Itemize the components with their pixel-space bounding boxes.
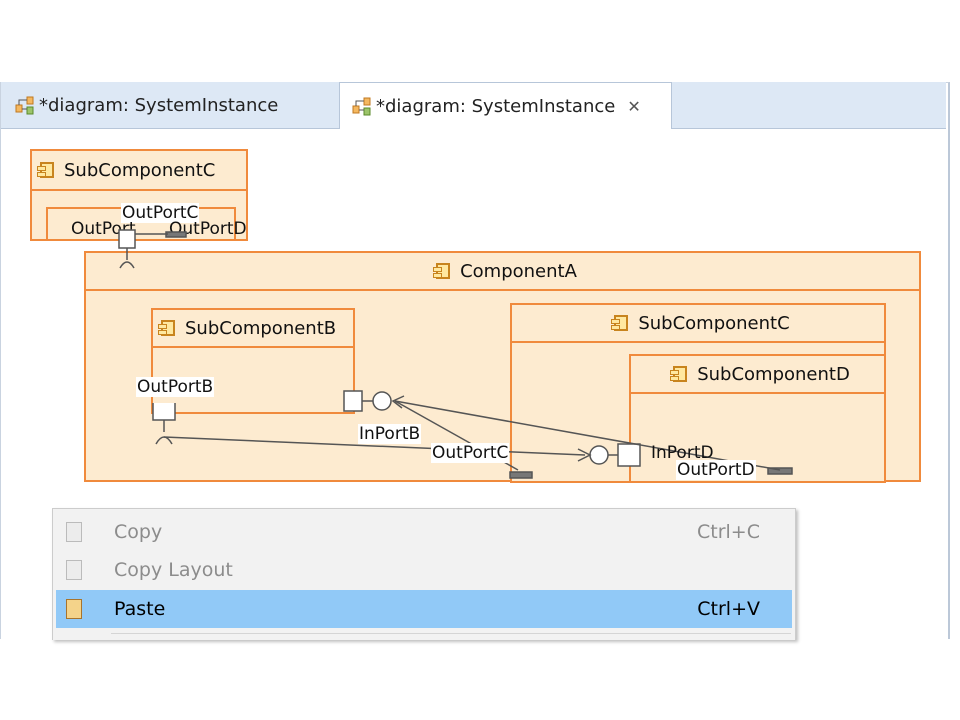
- top-subcomponent-c-title: SubComponentC: [64, 159, 216, 181]
- menu-item-shortcut: Ctrl+V: [697, 598, 760, 620]
- tab-label: *diagram: SystemInstance: [376, 95, 616, 117]
- diagram-icon: [352, 97, 371, 116]
- top-subcomponent-c-header: SubComponentC: [32, 151, 246, 191]
- menu-item-label: Copy: [114, 521, 163, 543]
- subcomponent-d[interactable]: SubComponentD: [629, 354, 886, 483]
- subcomponent-b-title: SubComponentB: [185, 317, 337, 339]
- arrowhead: [577, 448, 592, 462]
- menu-item-copy-layout[interactable]: Copy Layout: [56, 551, 792, 589]
- inportb-provided-interface: [372, 391, 392, 411]
- top-nested-subcomponent[interactable]: [46, 207, 236, 241]
- outportc-label: OutPortC: [431, 443, 510, 463]
- arrowhead: [391, 395, 405, 409]
- top-subcomponent-c[interactable]: SubComponentC: [30, 149, 248, 241]
- outportc-glyph: [509, 471, 533, 479]
- inportd-square: [617, 443, 641, 467]
- subcomponent-c-header: SubComponentC: [512, 305, 884, 343]
- component-a-header: ComponentA: [86, 253, 919, 291]
- paste-icon: [66, 599, 82, 619]
- outportb-label: OutPortB: [136, 377, 215, 397]
- context-menu: Copy Ctrl+C Copy Layout Paste Ctrl+V: [52, 508, 796, 640]
- outportd-glyph: [767, 467, 793, 475]
- subcomponent-d-title: SubComponentD: [697, 363, 850, 385]
- copy-layout-icon: [66, 560, 82, 580]
- menu-item-shortcut: Ctrl+C: [697, 521, 760, 543]
- top-outportc-label: OutPortC: [121, 203, 200, 223]
- tab-diagram-2[interactable]: *diagram: SystemInstance ✕: [339, 82, 672, 129]
- editor-tab-bar: *diagram: SystemInstance *diagram: Syste…: [1, 82, 946, 129]
- top-required-interface: [119, 261, 135, 269]
- top-outportd-glyph: [165, 231, 187, 238]
- close-icon[interactable]: ✕: [627, 96, 641, 116]
- diagram-icon: [15, 96, 34, 115]
- menu-item-label: Paste: [114, 598, 166, 620]
- subcomponent-b[interactable]: SubComponentB: [151, 308, 355, 414]
- outportb-required-interface: [155, 436, 173, 445]
- outportd-label: OutPortD: [676, 460, 756, 480]
- tab-label: *diagram: SystemInstance: [39, 94, 279, 116]
- menu-item-paste[interactable]: Paste Ctrl+V: [56, 590, 792, 628]
- subcomponent-c-title: SubComponentC: [638, 312, 790, 334]
- inportd-label: InPortD: [651, 443, 714, 463]
- menu-separator: [111, 633, 791, 634]
- inportb-square: [343, 390, 363, 412]
- copy-icon: [66, 522, 82, 542]
- outportb-port: [152, 403, 176, 421]
- component-icon: [433, 263, 451, 279]
- connection-b-to-d: [163, 436, 586, 456]
- subcomponent-d-header: SubComponentD: [631, 356, 884, 394]
- menu-item-copy[interactable]: Copy Ctrl+C: [56, 513, 792, 551]
- component-icon: [37, 162, 54, 178]
- component-icon: [611, 315, 629, 331]
- tab-diagram-1[interactable]: *diagram: SystemInstance: [3, 82, 333, 128]
- inportb-label: InPortB: [358, 424, 422, 444]
- menu-item-label: Copy Layout: [114, 559, 233, 581]
- component-icon: [158, 320, 175, 336]
- connection-d-to-b: [394, 400, 781, 471]
- top-outportd-label: OutPortD: [169, 219, 247, 239]
- subcomponent-b-header: SubComponentB: [153, 310, 353, 348]
- component-a-title: ComponentA: [460, 260, 577, 282]
- inportd-provided-interface: [589, 445, 609, 465]
- component-icon: [670, 366, 688, 382]
- top-outport-square: [118, 229, 136, 249]
